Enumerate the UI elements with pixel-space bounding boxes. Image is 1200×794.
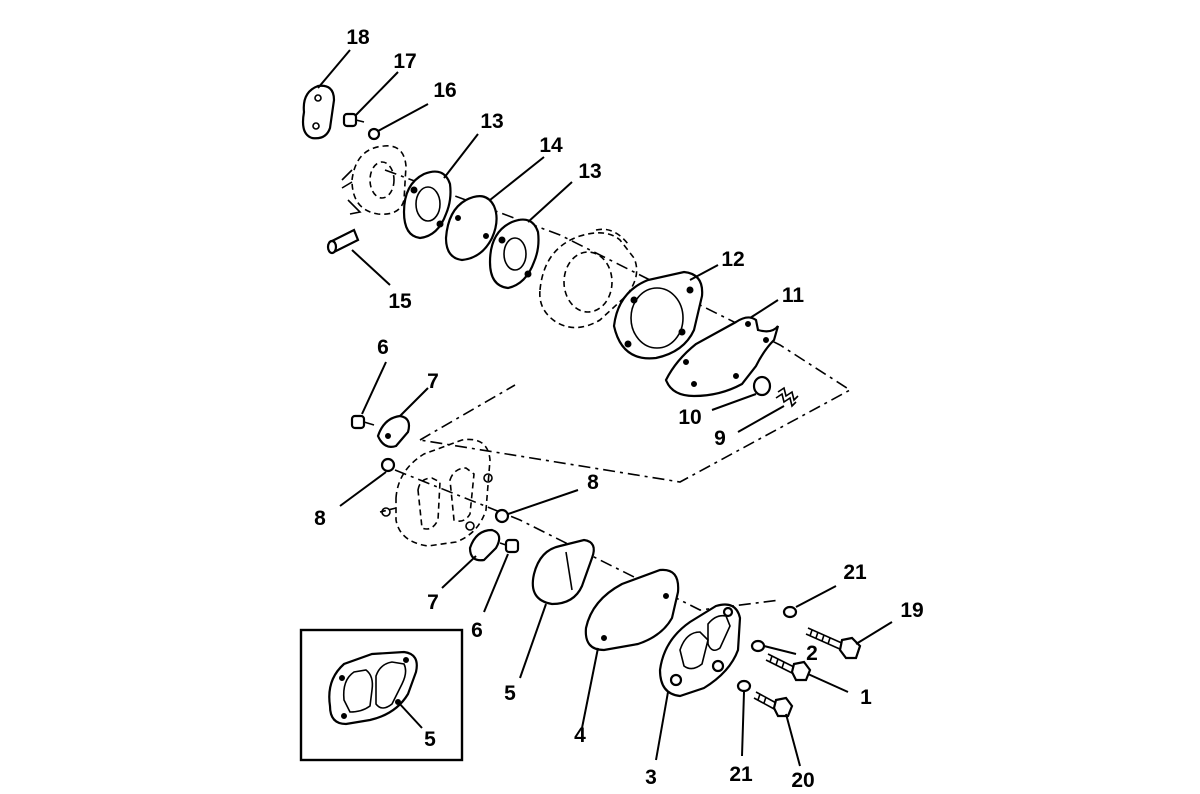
label-13-lower: 13 — [578, 160, 601, 183]
label-16: 16 — [433, 79, 456, 102]
label-13-upper: 13 — [480, 110, 503, 133]
inset-box — [299, 628, 464, 762]
label-18: 18 — [346, 26, 370, 49]
part-8-plug-right — [494, 489, 579, 524]
part-21-washer-upper — [782, 585, 837, 619]
part-19-bolt — [805, 621, 893, 660]
part-20-bolt — [753, 691, 801, 767]
middle-housing-ghost — [539, 228, 638, 329]
label-7-upper: 7 — [427, 370, 439, 393]
part-labels: 18 17 16 13 14 13 15 12 11 10 9 6 7 8 8 … — [314, 26, 924, 792]
label-11: 11 — [782, 284, 805, 307]
part-16-washer — [367, 103, 429, 141]
label-10: 10 — [678, 406, 701, 429]
label-15: 15 — [388, 290, 412, 313]
part-1-bolt — [765, 653, 849, 693]
part-5-gasket — [519, 538, 595, 679]
label-7-lower: 7 — [427, 591, 439, 614]
part-14-diaphragm — [444, 156, 545, 262]
part-3-cover — [655, 603, 742, 761]
pump-body-ghost — [379, 438, 493, 547]
part-13-gasket-upper — [402, 133, 479, 240]
label-14: 14 — [539, 134, 563, 157]
part-6-screw-lower — [483, 538, 520, 613]
upper-housing-ghost — [341, 145, 407, 216]
part-21-washer-lower — [736, 679, 752, 757]
inset-part-5-gasket — [328, 650, 418, 726]
label-12: 12 — [721, 248, 744, 271]
label-8-right: 8 — [587, 471, 599, 494]
part-15-pin — [326, 228, 391, 286]
label-3: 3 — [645, 766, 657, 789]
part-8-plug-left — [339, 457, 396, 507]
label-20: 20 — [791, 769, 814, 792]
part-12-gasket — [612, 264, 719, 360]
part-4-plate — [581, 568, 680, 729]
label-2: 2 — [806, 642, 818, 665]
part-18-plate — [301, 49, 351, 140]
part-13-gasket-lower — [488, 181, 573, 290]
label-19: 19 — [900, 599, 923, 622]
part-9-spring — [737, 386, 799, 433]
label-17: 17 — [393, 50, 416, 73]
part-7-cap-lower — [441, 528, 501, 589]
part-2-washer — [750, 639, 797, 655]
label-6-lower: 6 — [471, 619, 483, 642]
label-21-lower: 21 — [729, 763, 753, 786]
part-17-screw — [342, 71, 399, 128]
part-11-diaphragm — [664, 299, 780, 398]
part-7-cap-upper — [376, 387, 429, 448]
label-5-inset: 5 — [424, 728, 436, 751]
part-10-washer — [711, 375, 772, 411]
label-5: 5 — [504, 682, 516, 705]
label-1: 1 — [860, 686, 872, 709]
label-4: 4 — [574, 724, 586, 747]
label-8-left: 8 — [314, 507, 326, 530]
label-6-upper: 6 — [377, 336, 389, 359]
label-9: 9 — [714, 427, 726, 450]
label-21-upper: 21 — [843, 561, 867, 584]
part-6-screw-upper — [350, 361, 387, 430]
